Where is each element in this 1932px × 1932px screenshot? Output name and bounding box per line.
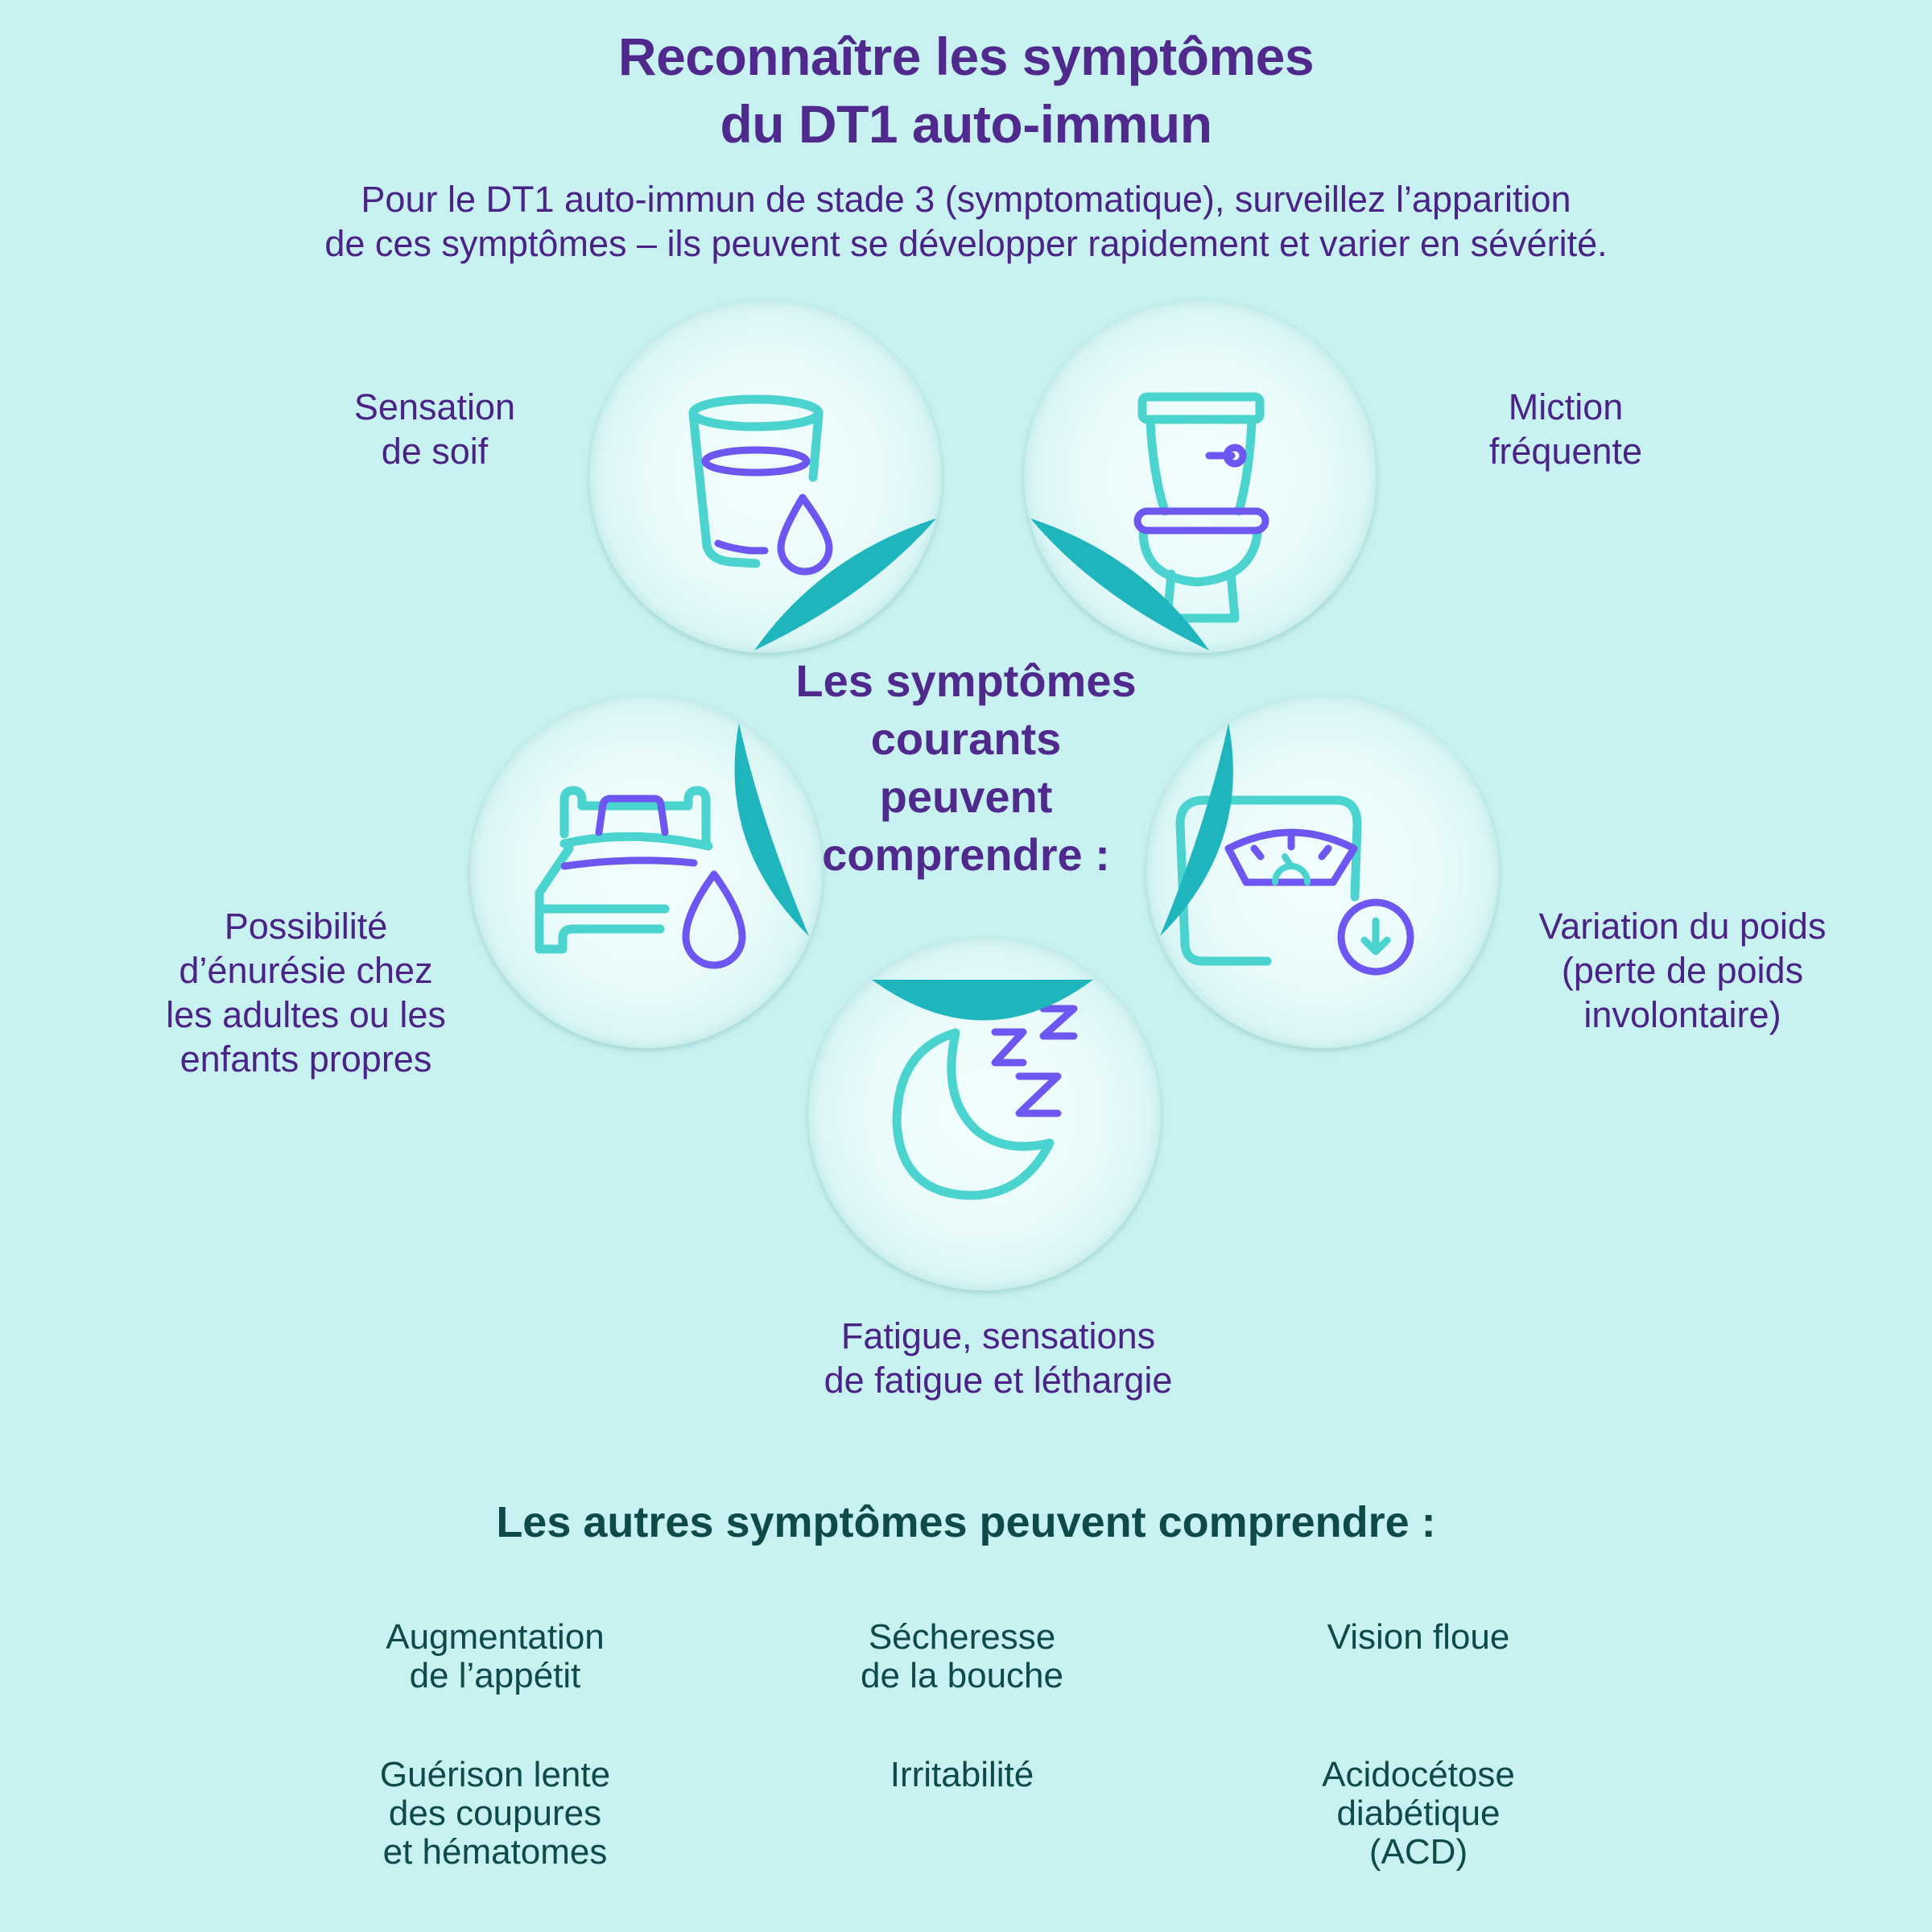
item-line: des coupures bbox=[388, 1794, 602, 1833]
center-line: courants bbox=[870, 713, 1062, 764]
label-line: Sensation bbox=[353, 386, 516, 427]
center-heading: Les symptômes courants peuvent comprendr… bbox=[724, 652, 1208, 884]
other-symptom-dry-mouth: Sécheresse de la bouche bbox=[737, 1618, 1187, 1695]
subtitle-line-2: de ces symptômes – ils peuvent se dévelo… bbox=[324, 223, 1608, 264]
item-line: de la bouche bbox=[861, 1656, 1063, 1695]
label-line: (perte de poids bbox=[1561, 950, 1804, 991]
symptom-label-bedwetting: Possibilité d’énurésie chez les adultes … bbox=[121, 904, 491, 1081]
item-line: Guérison lente bbox=[379, 1755, 611, 1794]
other-symptom-slow-healing: Guérison lente des coupures et hématomes bbox=[270, 1756, 720, 1872]
item-line: (ACD) bbox=[1368, 1832, 1468, 1872]
label-line: enfants propres bbox=[180, 1038, 432, 1080]
center-line: comprendre : bbox=[822, 829, 1110, 880]
label-line: Possibilité bbox=[224, 906, 388, 947]
other-symptom-dka: Acidocétose diabétique (ACD) bbox=[1193, 1756, 1644, 1872]
symptom-label-thirst: Sensation de soif bbox=[266, 385, 604, 473]
moon-sleep-icon bbox=[892, 1005, 1078, 1200]
label-line: de fatigue et léthargie bbox=[824, 1360, 1173, 1401]
label-line: de soif bbox=[381, 431, 489, 472]
subtitle-line-1: Pour le DT1 auto-immun de stade 3 (sympt… bbox=[361, 179, 1571, 220]
item-line: Sécheresse bbox=[868, 1617, 1056, 1657]
item-line: de l’appétit bbox=[409, 1656, 581, 1695]
item-line: Acidocétose bbox=[1322, 1755, 1515, 1794]
toilet-icon bbox=[1133, 392, 1269, 623]
label-line: involontaire) bbox=[1583, 994, 1781, 1035]
center-line: Les symptômes bbox=[795, 655, 1137, 706]
symptom-label-urination: Miction fréquente bbox=[1401, 385, 1731, 473]
symptom-label-fatigue: Fatigue, sensations de fatigue et léthar… bbox=[724, 1314, 1272, 1402]
label-line: Miction bbox=[1508, 386, 1624, 427]
other-symptom-appetite: Augmentation de l’appétit bbox=[270, 1618, 720, 1695]
label-line: Fatigue, sensations bbox=[840, 1315, 1156, 1356]
symptom-circle-thirst bbox=[589, 300, 942, 653]
title-line-1: Reconnaître les symptômes bbox=[617, 27, 1315, 86]
item-line: et hématomes bbox=[382, 1832, 608, 1872]
page-subtitle: Pour le DT1 auto-immun de stade 3 (sympt… bbox=[0, 177, 1932, 266]
symptom-circle-fatigue bbox=[808, 938, 1161, 1290]
item-line: Vision floue bbox=[1327, 1617, 1510, 1657]
center-line: peuvent bbox=[879, 771, 1053, 822]
page-title: Reconnaître les symptômes du DT1 auto-im… bbox=[0, 23, 1932, 158]
glass-of-water-icon bbox=[688, 394, 833, 576]
label-line: d’énurésie chez bbox=[179, 950, 433, 991]
other-symptoms-heading: Les autres symptômes peuvent comprendre … bbox=[496, 1498, 1436, 1546]
symptom-label-weight: Variation du poids (perte de poids invol… bbox=[1497, 904, 1868, 1037]
other-symptom-irritability: Irritabilité bbox=[737, 1756, 1187, 1794]
label-line: les adultes ou les bbox=[166, 994, 446, 1035]
symptom-circle-urination bbox=[1024, 300, 1377, 653]
item-line: Augmentation bbox=[386, 1617, 605, 1657]
item-line: diabétique bbox=[1336, 1794, 1501, 1833]
title-line-2: du DT1 auto-immun bbox=[720, 94, 1212, 154]
other-symptom-blurred-vision: Vision floue bbox=[1193, 1618, 1644, 1657]
item-line: Irritabilité bbox=[890, 1755, 1034, 1794]
label-line: fréquente bbox=[1488, 431, 1643, 472]
label-line: Variation du poids bbox=[1538, 906, 1827, 947]
